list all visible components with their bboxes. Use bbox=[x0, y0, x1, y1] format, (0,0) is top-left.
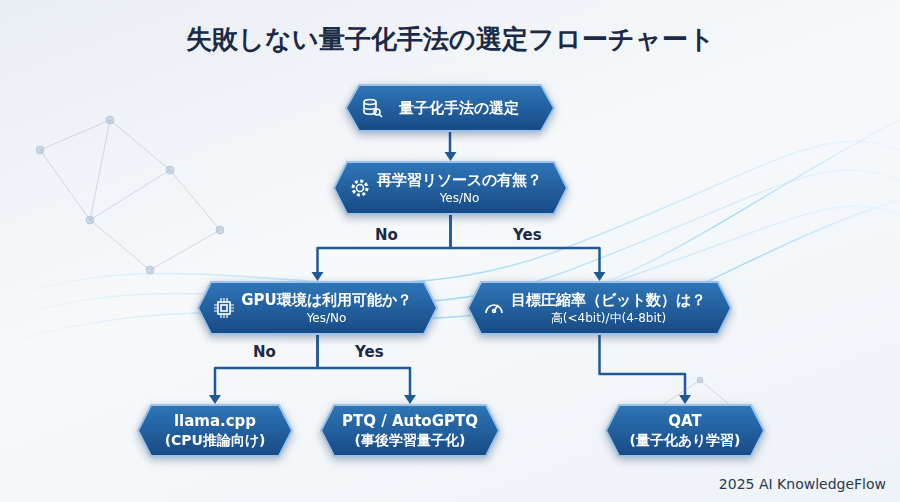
gear-icon bbox=[349, 177, 371, 199]
hexagon-shape bbox=[321, 405, 499, 456]
diagram-title: 失敗しない量子化手法の選定フローチャート bbox=[0, 22, 900, 57]
connector-line bbox=[600, 335, 686, 396]
edge-label: Yes bbox=[510, 226, 545, 244]
flow-connector bbox=[451, 215, 606, 281]
connector-line bbox=[449, 132, 452, 153]
result-box: QAT(量子化あり学習) bbox=[605, 404, 765, 457]
flow-connector bbox=[600, 335, 692, 404]
connector-line bbox=[215, 335, 318, 396]
node-heading: QAT bbox=[668, 411, 701, 431]
arrow-head bbox=[445, 152, 457, 161]
decision-box: GPU環境は利用可能か？Yes/No bbox=[197, 281, 438, 335]
node-subtext: (CPU推論向け) bbox=[165, 431, 266, 450]
result-box: PTQ / AutoGPTQ(事後学習量子化) bbox=[320, 404, 500, 457]
flow-connector bbox=[312, 215, 451, 281]
node-heading: 目標圧縮率（ビット数）は？ bbox=[511, 290, 706, 310]
hexagon-outline bbox=[137, 404, 293, 457]
node-heading: GPU環境は利用可能か？ bbox=[241, 290, 412, 310]
edge-label: No bbox=[250, 343, 279, 361]
decision-box: 再学習リソースの有無？Yes/No bbox=[333, 161, 568, 215]
node-subtext: (事後学習量子化) bbox=[355, 431, 466, 450]
arrow-head bbox=[679, 395, 691, 404]
node-subtext: 高(<4bit)/中(4-8bit) bbox=[551, 310, 666, 326]
hexagon-shape bbox=[468, 282, 731, 334]
hexagon-shape bbox=[346, 85, 554, 131]
arrow-head bbox=[594, 272, 606, 281]
gauge-icon bbox=[483, 297, 505, 319]
connector-line bbox=[318, 335, 411, 396]
connector-line bbox=[318, 215, 451, 273]
node-heading: PTQ / AutoGPTQ bbox=[342, 411, 478, 431]
result-box: llama.cpp(CPU推論向け) bbox=[137, 404, 293, 457]
node-heading: 再学習リソースの有無？ bbox=[377, 170, 542, 190]
hexagon-shape bbox=[198, 282, 437, 334]
db-icon bbox=[361, 97, 383, 119]
hexagon-outline bbox=[605, 404, 765, 457]
arrow-head bbox=[404, 395, 416, 404]
flow-connector bbox=[209, 335, 318, 404]
node-heading: 量子化手法の選定 bbox=[399, 98, 519, 118]
node-subtext: Yes/No bbox=[307, 310, 347, 326]
network-illustration bbox=[36, 116, 763, 433]
hexagon-outline bbox=[320, 404, 500, 457]
arrow-head bbox=[312, 272, 324, 281]
hexagon-shape bbox=[334, 162, 567, 214]
hexagon-shape bbox=[138, 405, 292, 456]
chip-icon bbox=[213, 297, 235, 319]
node-subtext: (量子化あり学習) bbox=[630, 431, 741, 450]
decision-box: 目標圧縮率（ビット数）は？高(<4bit)/中(4-8bit) bbox=[467, 281, 732, 335]
node-heading: llama.cpp bbox=[174, 411, 256, 431]
watermark-note: 2025 AI KnowledgeFlow bbox=[719, 476, 886, 492]
decision-box: 量子化手法の選定 bbox=[345, 84, 555, 132]
swirl-lines bbox=[0, 120, 900, 345]
hexagon-shape bbox=[606, 405, 764, 456]
arrow-head bbox=[209, 395, 221, 404]
edge-label: No bbox=[372, 226, 401, 244]
connector-line bbox=[451, 215, 600, 273]
node-subtext: Yes/No bbox=[440, 190, 480, 206]
flow-connector bbox=[445, 132, 457, 161]
edge-label: Yes bbox=[352, 343, 387, 361]
flow-connector bbox=[318, 335, 417, 404]
